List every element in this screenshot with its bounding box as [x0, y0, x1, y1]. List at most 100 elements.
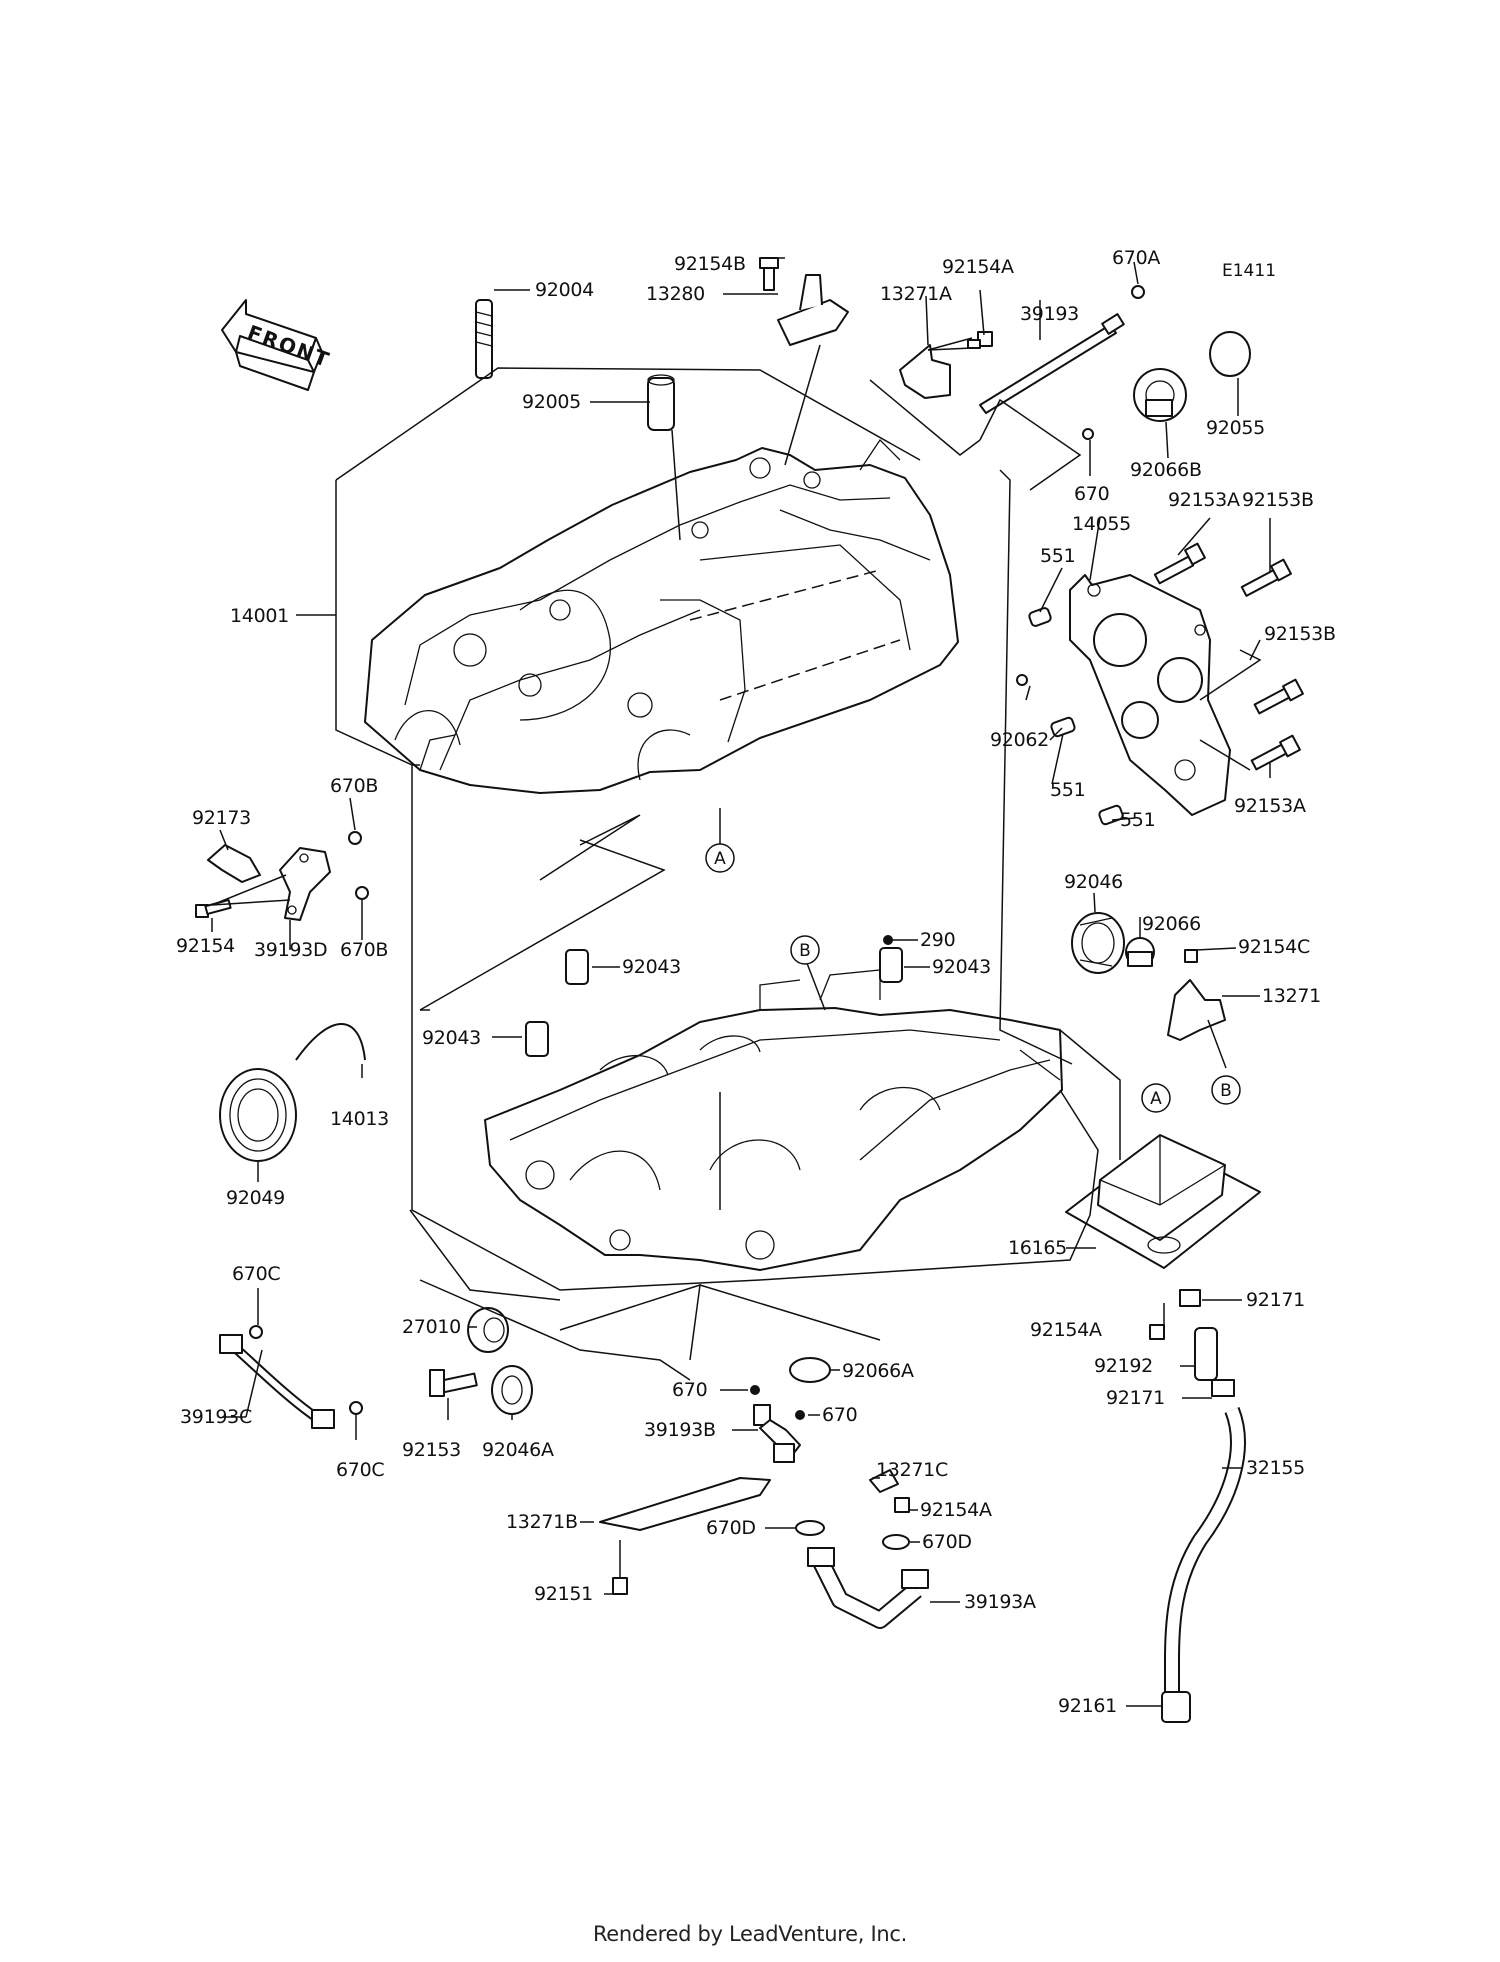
part-label: 670C — [336, 1459, 384, 1481]
bolt-92154A-low-part — [894, 1497, 910, 1513]
pipe-92192-part — [1194, 1327, 1218, 1381]
cap-92161-part — [1161, 1691, 1191, 1723]
part-label: 670 — [1074, 483, 1109, 505]
part-label: 290 — [920, 929, 955, 951]
hose-32155-part — [1164, 1407, 1246, 1700]
part-label: 92005 — [522, 391, 581, 413]
part-label: 92043 — [422, 1027, 481, 1049]
part-label: 39193D — [254, 939, 327, 961]
oring-670A-part — [1131, 285, 1145, 299]
fitting-39193D-part — [279, 847, 331, 921]
cap-92066-part — [1125, 937, 1155, 967]
part-label: 92055 — [1206, 417, 1265, 439]
cover-14055-part — [1069, 574, 1231, 816]
part-label: 92154A — [920, 1499, 992, 1521]
bolt-92153-part — [429, 1369, 478, 1397]
part-label: 92171 — [1246, 1289, 1305, 1311]
oring-670-part — [1082, 428, 1094, 440]
part-label: 92173 — [192, 807, 251, 829]
plug-92066A-part — [789, 1357, 831, 1383]
part-label: 551 — [1120, 809, 1155, 831]
oring-670C-top-part — [249, 1325, 263, 1339]
callout-a-right: A — [1141, 1083, 1171, 1113]
oring-670D-left-part — [795, 1520, 825, 1536]
bolt-92154A-mid-part — [1149, 1324, 1165, 1340]
oring-670C-low-part — [349, 1401, 363, 1415]
part-label: 92153A — [1234, 795, 1306, 817]
part-label: 13271B — [506, 1511, 578, 1533]
part-label: 551 — [1040, 545, 1075, 567]
part-label: 670A — [1112, 247, 1160, 269]
pipe-39193-part — [979, 313, 1125, 414]
part-label: 551 — [1050, 779, 1085, 801]
part-label: 13280 — [646, 283, 705, 305]
part-label: 92046 — [1064, 871, 1123, 893]
pipe-39193C-part — [219, 1334, 335, 1429]
lower-crankcase-part — [484, 969, 1063, 1271]
upper-crankcase-part — [364, 438, 959, 794]
bolt-92153A-low-part — [1250, 734, 1301, 771]
bolt-92153B-top-part — [1240, 558, 1292, 597]
dowel-92043-c-part — [879, 947, 903, 983]
bracket-13280-part — [777, 274, 849, 346]
callout-a-right-label: A — [1150, 1089, 1162, 1109]
bracket-13271C-part — [869, 1469, 899, 1493]
oring-670D-right-part — [882, 1534, 910, 1550]
part-label: 14013 — [330, 1108, 389, 1130]
bolt-92153B-mid-part — [1253, 678, 1304, 715]
part-label: 39193B — [644, 1419, 716, 1441]
part-label: 92154 — [176, 935, 235, 957]
fitting-39193B-part — [753, 1404, 801, 1463]
part-label: 670 — [822, 1404, 857, 1426]
bolt-92154C-part — [1184, 949, 1198, 963]
callout-b-mid-label: B — [799, 941, 811, 961]
part-label: 39193A — [964, 1591, 1036, 1613]
part-label: 27010 — [402, 1316, 461, 1338]
part-label: 92154A — [942, 256, 1014, 278]
part-label: 92153A — [1168, 489, 1240, 511]
footer-credit: Rendered by LeadVenture, Inc. — [592, 1922, 908, 1946]
part-label: 670B — [340, 939, 388, 961]
strainer-16165-part — [1065, 1134, 1261, 1269]
part-label: 92066A — [842, 1360, 914, 1382]
bolt-92151-part — [612, 1577, 628, 1595]
part-label: 670C — [232, 1263, 280, 1285]
part-label: 16165 — [1008, 1237, 1067, 1259]
part-label: 92049 — [226, 1187, 285, 1209]
bolt-92154A-top-part — [967, 331, 993, 349]
front-arrow-icon: FRONT — [221, 299, 334, 391]
callout-b-right-label: B — [1220, 1081, 1232, 1101]
part-label: 92192 — [1094, 1355, 1153, 1377]
plug-27010-part — [467, 1307, 509, 1353]
oring-670B-low-part — [355, 886, 369, 900]
leader-lines — [211, 257, 1271, 1707]
plate-13271B-part — [599, 1477, 771, 1531]
part-label: 14055 — [1072, 513, 1131, 535]
dowel-551-mid-part — [1050, 716, 1076, 738]
part-label: 670B — [330, 775, 378, 797]
part-label: 13271 — [1262, 985, 1321, 1007]
dowel-92043-b-part — [525, 1021, 549, 1057]
part-label: 92153B — [1264, 623, 1336, 645]
part-label: 92043 — [622, 956, 681, 978]
part-label: 92043 — [932, 956, 991, 978]
callout-a-top: A — [705, 843, 735, 873]
part-label: 92066B — [1130, 459, 1202, 481]
oring-670-low1-part — [750, 1385, 760, 1395]
oring-92055-part — [1209, 331, 1251, 377]
pipe-39193A-part — [807, 1547, 929, 1629]
bolt-92154B-part — [759, 257, 779, 291]
part-label: 92153 — [402, 1439, 461, 1461]
bolt-92153A-top-part — [1153, 542, 1206, 585]
bearing-92046A-part — [491, 1365, 533, 1415]
dowel-92005-part — [647, 374, 675, 431]
bracket-13271-part — [1167, 979, 1226, 1041]
callout-b-right: B — [1211, 1075, 1241, 1105]
oring-670B-top-part — [348, 831, 362, 845]
part-label: 92046A — [482, 1439, 554, 1461]
part-label: 39193 — [1020, 303, 1079, 325]
assembly-lines — [335, 367, 1262, 1381]
part-label: 670 — [672, 1379, 707, 1401]
part-labels: 92154B 92154A 670A 13271A 39193 13280 92… — [176, 247, 1336, 1717]
